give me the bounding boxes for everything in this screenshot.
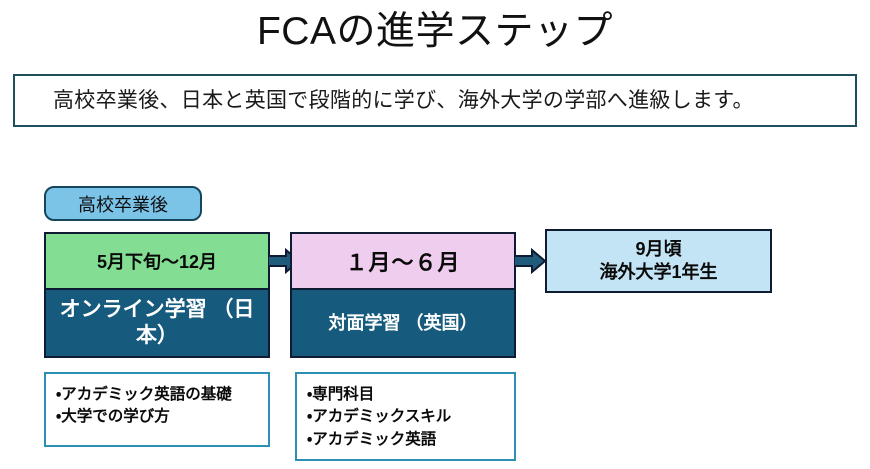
stage-online-period: 5月下旬〜12月 [44,232,270,290]
subtitle-banner: 高校卒業後、日本と英国で段階的に学び、海外大学の学部へ進級します。 [13,74,857,127]
page-title: FCAの進学ステップ [256,10,613,53]
stage-online-japan: 5月下旬〜12月 オンライン学習 （日本） [44,232,270,358]
stage-inperson-uk: １月〜６月 対面学習 （英国） [290,232,516,358]
start-badge-high-school-graduation: 高校卒業後 [44,186,202,221]
stage-overseas-university: 9月頃 海外大学1年生 [545,229,772,293]
arrow-right-icon [513,247,547,275]
stage-online-bullets: ・アカデミック英語の基礎 ・大学での学び方 [44,372,270,447]
subtitle-text: 高校卒業後、日本と英国で段階的に学び、海外大学の学部へ進級します。 [53,88,754,112]
stage-online-mode: オンライン学習 （日本） [44,290,270,358]
stage-inperson-bullets: ・専門科目 ・アカデミックスキル ・アカデミック英語 [295,372,516,461]
stage-inperson-period: １月〜６月 [290,232,516,290]
stage-inperson-mode: 対面学習 （英国） [290,290,516,358]
